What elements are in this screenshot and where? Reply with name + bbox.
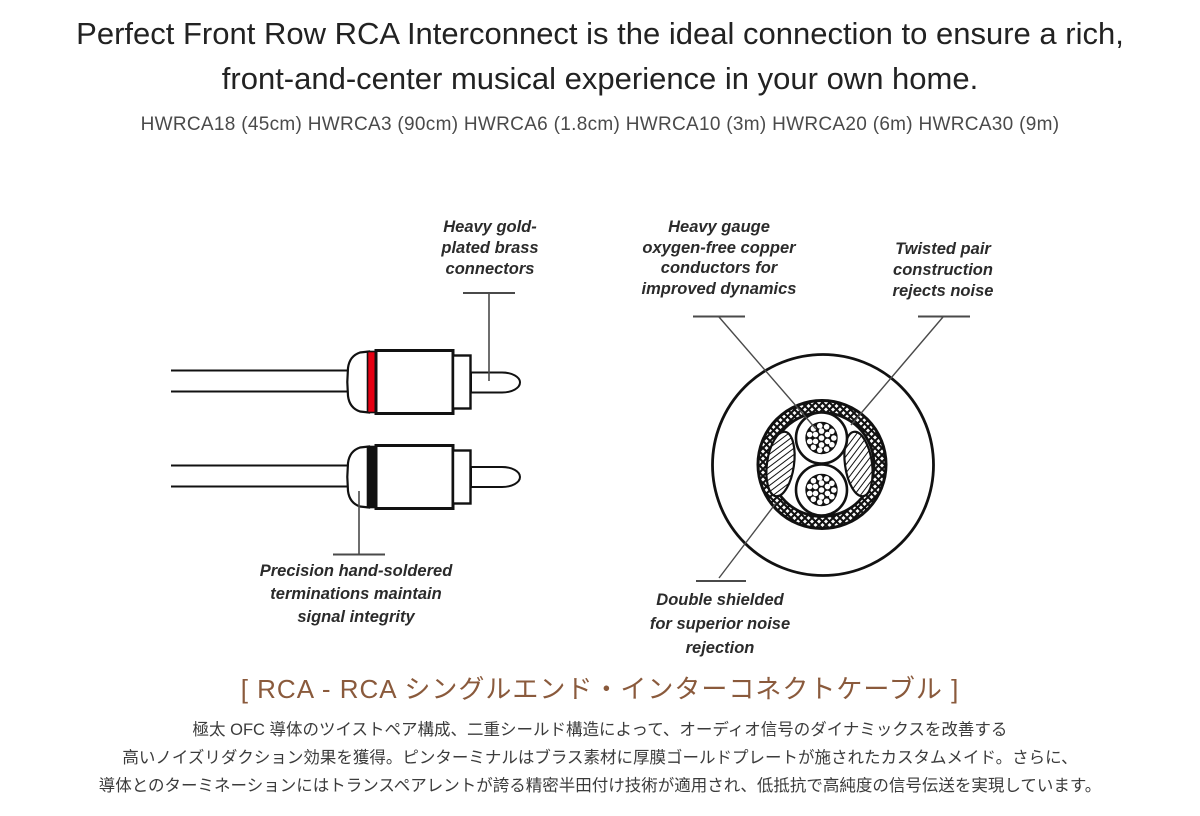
- rca-plug-red: [171, 349, 521, 415]
- jp-product-title: [ RCA - RCA シングルエンド・インターコネクトケーブル ]: [240, 674, 960, 704]
- model-list: HWRCA18 (45cm) HWRCA3 (90cm) HWRCA6 (1.8…: [140, 114, 1060, 135]
- callout-double-shielded: Double shielded for superior noise rejec…: [649, 591, 791, 657]
- plug-collar: [451, 449, 472, 505]
- jp-description-line: 導体とのターミネーションにはトランスペアレントが誇る精密半田付け技術が適用され、…: [98, 777, 1102, 795]
- plug-body: [374, 444, 455, 510]
- leader-conductors: [718, 316, 817, 430]
- filler-left: [765, 430, 796, 498]
- leader-shielding: [718, 502, 777, 579]
- callout-copper-conductors: Heavy gauge oxygen-free copper conductor…: [641, 218, 797, 298]
- callout-lines: [333, 292, 970, 582]
- plug-rear-shell: [346, 350, 371, 414]
- rca-plug-black: [171, 444, 521, 510]
- jp-description-line: 高いノイズリダクション効果を獲得。ピンターミナルはブラス素材に厚膜ゴールドプレー…: [122, 749, 1078, 767]
- copper-strands-bottom: [805, 473, 838, 507]
- plug-rear-shell: [346, 445, 371, 509]
- plug-pin: [470, 466, 521, 488]
- copper-strands-top: [805, 421, 838, 455]
- cable-cross-section-diagram: [711, 353, 935, 577]
- leader-twisted: [850, 316, 944, 426]
- jp-description-line: 極太 OFC 導体のツイストペア構成、二重シールド構造によって、オーディオ信号の…: [192, 721, 1008, 739]
- plug-collar: [451, 354, 472, 410]
- plug-pin: [470, 371, 521, 394]
- callout-twisted-pair: Twisted pair construction rejects noise: [892, 240, 994, 300]
- callout-hand-soldered-terminations: Precision hand-soldered terminations mai…: [259, 562, 453, 626]
- filler-right: [843, 430, 874, 498]
- jp-description: 極太 OFC 導体のツイストペア構成、二重シールド構造によって、オーディオ信号の…: [0, 716, 1200, 800]
- rca-connectors-diagram: [171, 349, 521, 510]
- callout-gold-plated-connectors: Heavy gold- plated brass connectors: [441, 218, 539, 278]
- plug-body: [374, 349, 455, 415]
- page-title: Perfect Front Row RCA Interconnect is th…: [76, 16, 1124, 96]
